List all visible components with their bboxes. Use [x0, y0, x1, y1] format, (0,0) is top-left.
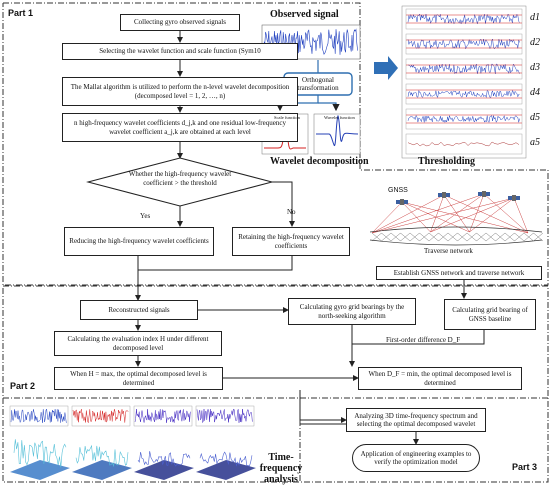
- wavelet-function-label: Wavelet function: [324, 115, 355, 120]
- yes-label: Yes: [140, 212, 151, 220]
- establish-network-box: Establish GNSS network and traverse netw…: [376, 266, 542, 280]
- gyro-bearings-box: Calculating gyro grid bearings by the no…: [288, 298, 416, 325]
- analyze-3d-spectrum-box: Analyzing 3D time-frequency spectrum and…: [346, 408, 486, 432]
- first-order-difference-label: First-order difference D_F: [386, 336, 461, 344]
- evaluation-index-box: Calculating the evaluation index H under…: [54, 331, 222, 356]
- d1-plot: [405, 8, 523, 30]
- d1-label: d1: [530, 12, 540, 23]
- d2-label: d2: [530, 37, 540, 48]
- d5-plot: [405, 108, 523, 130]
- satellite-icon: [438, 192, 450, 198]
- observed-signal-title: Observed signal: [270, 9, 339, 20]
- d4-label: d4: [530, 87, 540, 98]
- a5-plot: [405, 133, 523, 155]
- h-max-box: When H = max, the optimal decomposed lev…: [54, 367, 223, 390]
- reconstructed-signals-box: Reconstructed signals: [80, 300, 198, 320]
- d2-plot: [405, 33, 523, 55]
- gnss-grid-bearing-box: Calculating grid bearing of GNSS baselin…: [444, 299, 536, 330]
- reduce-coefficients-box: Reducing the high-frequency wavelet coef…: [64, 227, 214, 256]
- application-examples-box: Application of engineering examples to v…: [352, 444, 480, 472]
- satellite-icon: [478, 191, 490, 197]
- select-wavelet-box: Selecting the wavelet function and scale…: [62, 43, 298, 60]
- orthogonal-transformation-label: Orthogonal transformation: [297, 76, 339, 92]
- d5-label: d5: [530, 112, 540, 123]
- no-label: No: [287, 208, 296, 216]
- time-frequency-title: Time-frequency analysis: [259, 452, 303, 485]
- dy-min-box: When D_F = min, the optimal decomposed l…: [358, 367, 522, 390]
- satellite-icon: [396, 199, 408, 205]
- wavelet-decomposition-title: Wavelet decomposition: [270, 156, 369, 167]
- d3-label: d3: [530, 62, 540, 73]
- retain-coefficients-box: Retaining the high-frequency wavelet coe…: [232, 227, 350, 256]
- decision-diamond: [86, 157, 274, 207]
- right-arrow-icon: [374, 56, 398, 80]
- part-3-label: Part 3: [512, 462, 538, 472]
- traverse-network-label: Traverse network: [424, 247, 473, 255]
- mallat-box: The Mallat algorithm is utilized to perf…: [62, 77, 298, 106]
- part-2-label: Part 2: [10, 381, 36, 391]
- a5-label: a5: [530, 137, 540, 148]
- scale-function-label: Scale function: [274, 115, 300, 120]
- coefficients-box: n high-frequency wavelet coefficients d_…: [62, 113, 298, 142]
- satellite-icon: [508, 195, 520, 201]
- collect-signals-box: Collecting gyro observed signals: [120, 14, 240, 31]
- gnss-label: GNSS: [388, 187, 408, 194]
- part-1-label: Part 1: [8, 8, 34, 18]
- thresholding-title: Thresholding: [418, 156, 476, 167]
- decision-text: Whether the high-frequency wavelet coeff…: [128, 170, 232, 187]
